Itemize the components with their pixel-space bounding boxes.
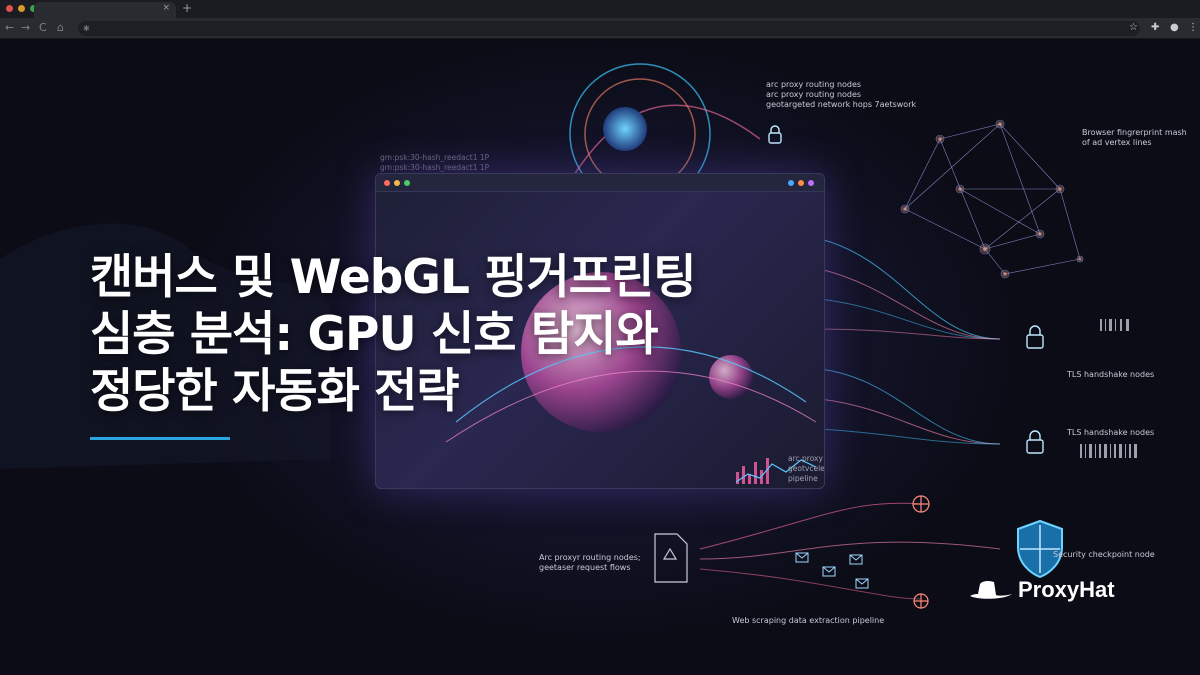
tab-close-icon[interactable]: × — [162, 3, 170, 13]
title-line-2: 심층 분석: GPU 신호 탐지와 — [90, 307, 659, 362]
request-flows-label: Arc proxyr routing nodes; geetaser reque… — [539, 553, 641, 573]
mock-dot — [798, 180, 804, 186]
mock-routing-label: arc proxy routing geotvceled networks pi… — [788, 454, 825, 484]
address-bar[interactable]: ✱ — [78, 21, 1140, 36]
tls-nodes-label: TLS handshake nodes — [1067, 428, 1155, 437]
minimize-window-dot[interactable] — [18, 5, 25, 12]
pipeline-label: Web scraping data extraction pipeline — [732, 616, 885, 625]
tls-nodes-label: TLS handshake nodes — [1067, 370, 1155, 379]
code-snippet: gm:psk:30-hash_reedact1 1P — [380, 153, 490, 162]
globe-icon — [912, 495, 930, 609]
routing-nodes-label: arc proxy routing nodes arc proxy routin… — [766, 80, 916, 110]
title-accent-bar — [90, 437, 230, 440]
maximize-window-dot[interactable] — [30, 5, 37, 12]
brand-name: ProxyHat — [1018, 577, 1115, 602]
data-flow-lines — [699, 238, 1001, 600]
browser-tab[interactable]: × — [34, 2, 176, 18]
barcode-graphic — [1080, 319, 1137, 458]
mock-browser-window: arc proxy routing geotvceled networks pi… — [375, 173, 825, 489]
code-snippet: gm:psk:30-hash_reedact1 1P — [380, 163, 490, 172]
title-line-3: 정당한 자동화 전략 — [90, 364, 460, 419]
security-checkpoint-label: Security checkpoint node — [1053, 550, 1155, 559]
browser-toolbar: ← → C ⌂ ✱ ☆ ✚ ● ⋮ — [0, 18, 1200, 39]
label-line: geotargeted network hops 7aetswork — [766, 100, 917, 109]
mock-routing-line: pipeline — [788, 474, 818, 483]
reload-icon[interactable]: C — [39, 21, 47, 34]
bookmark-star-icon[interactable]: ☆ — [1129, 22, 1138, 33]
profile-icon[interactable]: ● — [1170, 22, 1179, 33]
envelope-icon — [795, 552, 869, 589]
forward-icon[interactable]: → — [21, 21, 31, 34]
lock-icon — [768, 125, 1044, 454]
mock-dot — [788, 180, 794, 186]
new-tab-icon[interactable]: + — [182, 1, 193, 15]
title-line-1: 캔버스 및 WebGL 핑거프린팅 — [90, 250, 696, 305]
hero-banner: gm:psk:30-hash_reedact1 1P gm:psk:30-has… — [0, 39, 1200, 675]
shield-icon — [1017, 519, 1063, 579]
mock-dot — [394, 180, 400, 186]
label-line: arc proxy routing nodes — [766, 80, 862, 89]
home-icon[interactable]: ⌂ — [57, 21, 64, 34]
mock-dot — [404, 180, 410, 186]
globe-orbit — [559, 63, 761, 205]
close-window-dot[interactable] — [6, 5, 13, 12]
window-controls — [6, 5, 37, 12]
label-line: Arc proxyr routing nodes; — [539, 553, 641, 562]
label-line: arc proxy routing nodes — [766, 90, 862, 99]
browser-tab-bar: × + — [0, 0, 1200, 18]
fingerprint-mesh — [900, 119, 1084, 279]
page-title: 캔버스 및 WebGL 핑거프린팅 심층 분석: GPU 신호 탐지와 정당한 … — [90, 249, 830, 420]
hat-icon — [970, 580, 1012, 599]
fingerprint-mesh-label: Browser fingrerprint mash of ad vertex l… — [1082, 128, 1187, 148]
brand-logo: ProxyHat — [968, 577, 1115, 603]
mock-window-art — [445, 272, 817, 484]
extensions-icon[interactable]: ✚ — [1151, 22, 1160, 33]
document-icon — [654, 533, 688, 583]
mock-dot — [808, 180, 814, 186]
label-line: of ad vertex lines — [1082, 138, 1152, 147]
label-line: Browser fingrerprint mash — [1082, 128, 1187, 137]
label-line: geetaser request flows — [539, 563, 631, 572]
site-info-icon[interactable]: ✱ — [83, 24, 90, 33]
mock-routing-line: arc proxy routing — [788, 454, 824, 463]
mock-dot — [384, 180, 390, 186]
back-icon[interactable]: ← — [5, 21, 15, 34]
network-illustration — [0, 63, 1137, 609]
menu-icon[interactable]: ⋮ — [1188, 22, 1198, 33]
mock-routing-line: geotvceled networks — [788, 464, 825, 473]
mock-window-bar — [376, 174, 824, 192]
